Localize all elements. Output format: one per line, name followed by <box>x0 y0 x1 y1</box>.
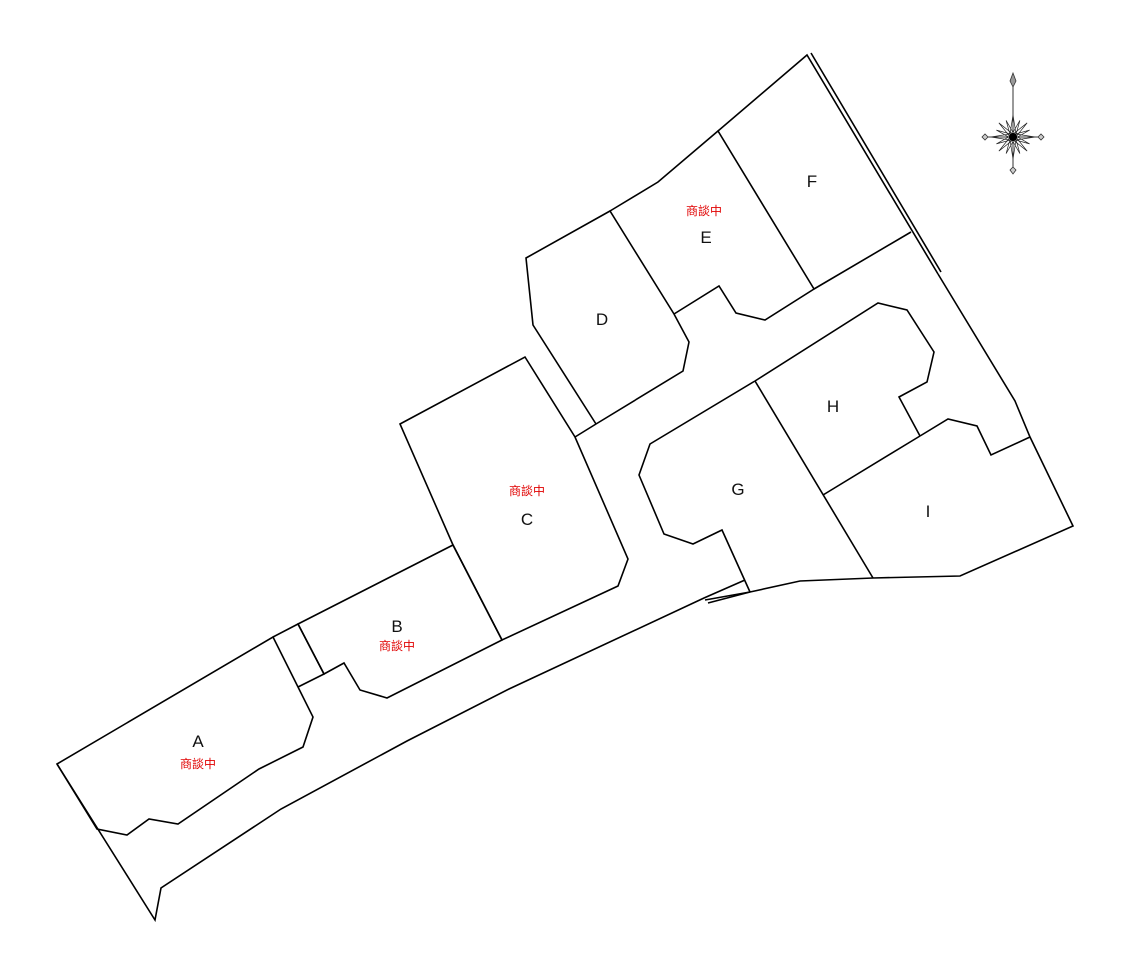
boundary-right <box>704 273 1075 601</box>
lot-h-outline[interactable] <box>754 302 935 437</box>
lot-f-bottom <box>813 231 912 290</box>
lot-f-outline[interactable] <box>717 53 939 275</box>
lot-d-label: D <box>596 310 608 329</box>
lot-h-label: H <box>827 397 839 416</box>
lot-c-status: 商談中 <box>509 483 545 498</box>
boundary-double-line <box>810 52 942 273</box>
lot-a-status: 商談中 <box>180 756 216 771</box>
lot-e-status: 商談中 <box>686 203 722 218</box>
lot-g-h-divider <box>754 380 874 579</box>
lot-a-label: A <box>192 732 204 751</box>
lot-c-label: C <box>521 510 533 529</box>
lot-e-label: E <box>700 228 711 247</box>
lot-g-label: G <box>731 480 744 499</box>
lot-a-outline[interactable] <box>55 635 314 836</box>
lot-i-outline[interactable] <box>919 418 1031 457</box>
boundary-sliver <box>707 591 751 604</box>
lot-i-label: I <box>926 502 931 521</box>
path-strip <box>272 622 326 688</box>
lot-h-i-divider <box>822 435 921 496</box>
lot-f-label: F <box>807 172 817 191</box>
boundary-line <box>56 579 746 923</box>
lot-c-outline[interactable] <box>398 355 629 642</box>
lot-b-label: B <box>391 617 402 636</box>
compass-rose-icon <box>981 71 1045 175</box>
lot-b-status: 商談中 <box>379 638 415 653</box>
lot-g-outline[interactable] <box>638 380 756 593</box>
lot-e-outline[interactable] <box>609 129 816 321</box>
